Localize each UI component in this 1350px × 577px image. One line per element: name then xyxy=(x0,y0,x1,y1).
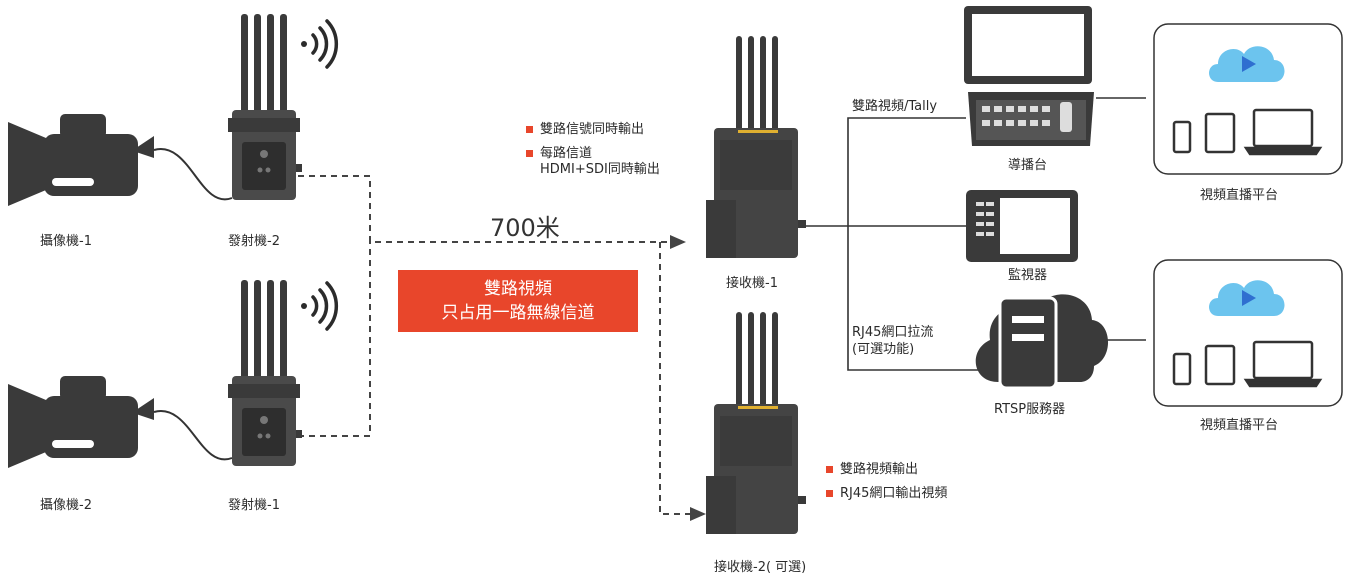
feature-item: 每路信道 HDMI+SDI同時輸出 xyxy=(526,146,660,178)
video-camera-icon xyxy=(8,114,154,206)
streaming-platform-box xyxy=(1153,259,1343,407)
arrow-icon xyxy=(690,507,706,521)
wired-links xyxy=(806,97,1146,371)
feature-item: 雙路信號同時輸出 xyxy=(526,122,660,138)
receiver1-features: 雙路信號同時輸出 每路信道 HDMI+SDI同時輸出 xyxy=(526,122,660,186)
camera-label: 攝像機-2 xyxy=(40,498,92,513)
banner-line-1: 雙路視頻 xyxy=(484,279,552,299)
wireless-links xyxy=(298,175,690,515)
feature-item: RJ45網口輸出視頻 xyxy=(826,486,947,502)
channel-banner: 雙路視頻 只占用一路無線信道 xyxy=(398,270,638,332)
receiver-label: 接收機-2( 可選) xyxy=(714,560,807,575)
streaming-platform-box xyxy=(1153,23,1343,175)
platform-label: 視頻直播平台 xyxy=(1200,188,1279,203)
transmitter-icon xyxy=(228,14,302,200)
switcher-link-label: 雙路視頻/Tally xyxy=(852,99,938,114)
cloud-server-icon xyxy=(975,294,1109,390)
receiver-icon xyxy=(706,312,806,534)
video-camera-icon xyxy=(8,376,154,468)
camera-label: 攝像機-1 xyxy=(40,234,92,249)
monitor-label: 監視器 xyxy=(1008,268,1048,283)
arrow-icon xyxy=(670,235,686,249)
banner-line-2: 只占用一路無線信道 xyxy=(441,303,595,323)
switcher-label: 導播台 xyxy=(1008,158,1048,173)
receiver2-features: 雙路視頻輸出 RJ45網口輸出視頻 xyxy=(826,462,947,510)
receiver-label: 接收機-1 xyxy=(726,276,778,291)
distance-label: 700米 xyxy=(490,214,560,242)
platform-label: 視頻直播平台 xyxy=(1200,418,1279,433)
server-link-label: RJ45網口拉流 (可選功能) xyxy=(852,325,934,357)
receiver-icon xyxy=(706,36,806,258)
feature-item: 雙路視頻輸出 xyxy=(826,462,947,478)
wifi-signal-icon xyxy=(299,19,339,69)
server-label: RTSP服務器 xyxy=(994,402,1066,417)
switcher-icon xyxy=(968,92,1094,146)
transmitter-icon xyxy=(228,280,302,466)
transmitter-label: 發射機-1 xyxy=(228,498,280,513)
transmitter-label: 發射機-2 xyxy=(228,234,280,249)
monitor-icon xyxy=(966,190,1078,262)
preview-monitor-icon xyxy=(964,6,1092,84)
wifi-signal-icon xyxy=(299,281,339,331)
